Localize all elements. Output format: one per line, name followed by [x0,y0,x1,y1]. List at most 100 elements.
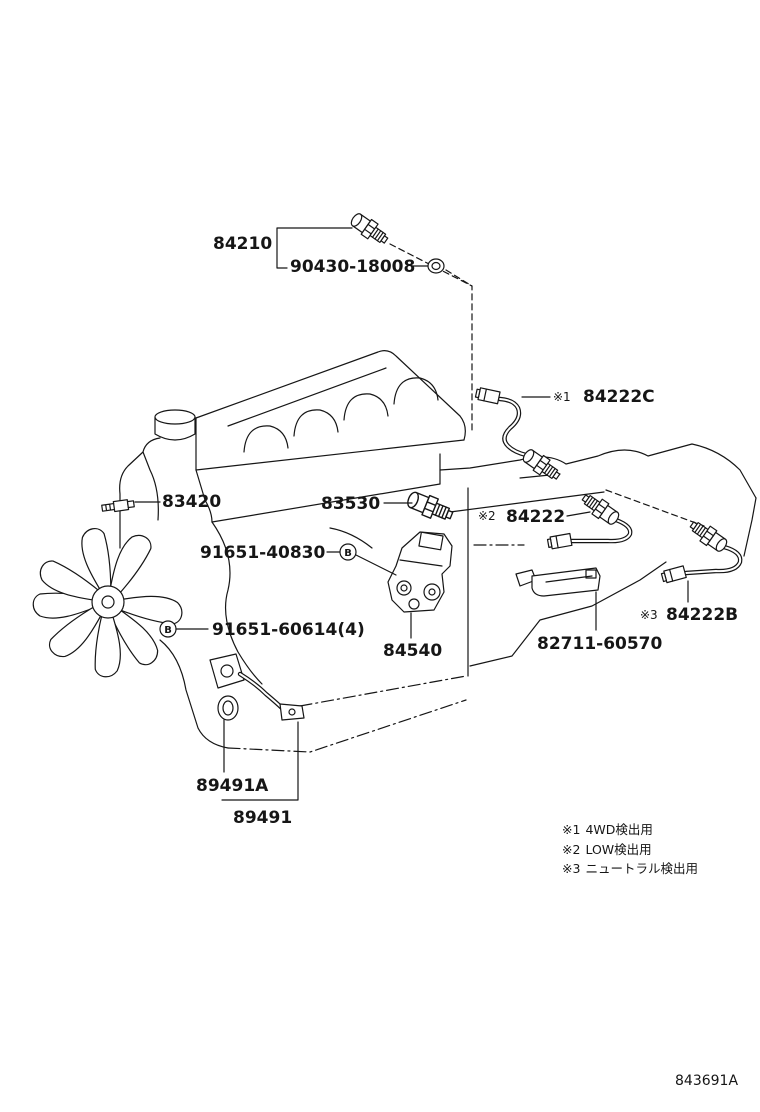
transmission-hidden-line [605,489,705,527]
sensor-84210 [347,209,392,249]
legend-mark: ※3 [562,861,580,876]
oil-pan-bottom [227,699,467,753]
fan-blade [118,595,183,625]
connector-latch [660,572,668,583]
figure-id: 843691A [675,1073,738,1089]
harness-84222C-inner [499,398,527,456]
part-labels: 84210 90430-18008 ※1 84222C 83420 83530 … [162,234,738,828]
clamp-bar-edge [545,575,593,583]
switch-bolt-hole-inner [400,584,408,592]
label-90430-18008: 90430-18008 [290,257,415,277]
cam-bump [243,425,289,453]
block-front-curve [211,521,263,685]
connector-body [477,387,501,405]
mark-84222B: ※3 [640,608,658,622]
harness-84222B-inner [685,546,742,574]
plate-end-hole [288,708,296,716]
sensor-84222B [686,516,731,556]
label-83420: 83420 [162,492,221,512]
plate-flange [209,653,245,689]
label-84222: 84222 [506,507,565,527]
label-84222C: 84222C [583,387,655,407]
connector-body [549,532,573,550]
parts [101,209,743,721]
bolt-marker-letter: B [344,548,352,559]
clamp-tab [585,569,597,579]
o-ring-outer [217,695,239,721]
cam-bump [293,409,339,437]
sensor-84222 [578,489,623,529]
label-89491: 89491 [233,808,292,828]
cam-bump [343,393,389,421]
sensor-83420-terminal [126,500,135,509]
sensor-83530-install-line [449,491,605,513]
cooling-fan [32,528,183,678]
switch-shaft [423,583,441,601]
switch-housing [387,531,453,613]
label-83530: 83530 [321,494,380,514]
sensor-83420-thread [101,502,116,512]
leader-bolt-84540 [355,554,397,576]
sensor-83420-body [112,499,130,513]
label-84210: 84210 [213,234,272,254]
switch-83530 [404,487,457,526]
fan-blade [94,613,121,678]
legend-mark: ※2 [562,842,580,857]
transmission-top [439,443,757,499]
connector-seam [669,568,674,582]
fan-blade [109,534,152,596]
head-cover-lower [195,439,465,471]
connector-latch [474,388,481,399]
transmission-bottom [469,561,667,667]
fan-hub-center [101,595,115,609]
label-84222B: 84222B [666,605,738,625]
connector-84222 [546,532,573,550]
sensor-83420 [101,499,135,513]
sensor-plate-89491 [209,653,305,721]
transmission-rear [743,497,757,557]
switch-housing-edge [399,559,443,567]
fan-blade [39,560,101,601]
oil-pan-rail [299,675,467,707]
connector-body [663,565,687,584]
fan-hub [91,585,125,619]
washer-90430-18008 [427,258,445,274]
switch-shaft-inner [428,588,436,596]
fan-blade [109,608,159,666]
sensor-84222C [519,445,564,485]
legend-item: ※2 LOW検出用 [562,842,652,857]
label-91651-40830: 91651-40830 [200,543,326,563]
plate-flange-hole [220,664,234,678]
plate-end-bracket [279,703,305,721]
fan-blade [81,528,112,592]
legend-text: LOW検出用 [585,842,651,857]
block-front-edge [195,469,213,523]
leader-84210 [276,227,353,269]
washer-inner [431,261,441,271]
harness-84222-inner [571,519,632,543]
block-top-edge [211,483,441,523]
o-ring-inner [222,700,234,716]
fan-blade [49,605,103,658]
oil-cap-top [154,409,196,425]
leader-89491 [221,721,299,801]
oil-filler-cap [154,409,196,441]
clamp-bar [531,567,601,597]
switch-bolt-hole [396,580,412,596]
head-cover-edge [227,367,387,427]
bolt-marker-letter: B [164,625,172,636]
connector-84222B [660,565,687,584]
o-ring-89491A [217,695,239,721]
block-side-line [329,527,373,549]
label-82711-60570: 82711-60570 [537,634,663,654]
switch-connector [418,531,444,551]
leader-84222 [566,511,591,517]
timing-cover-inner [142,451,159,521]
head-cover-top [195,350,466,441]
washer-outer [427,258,445,274]
